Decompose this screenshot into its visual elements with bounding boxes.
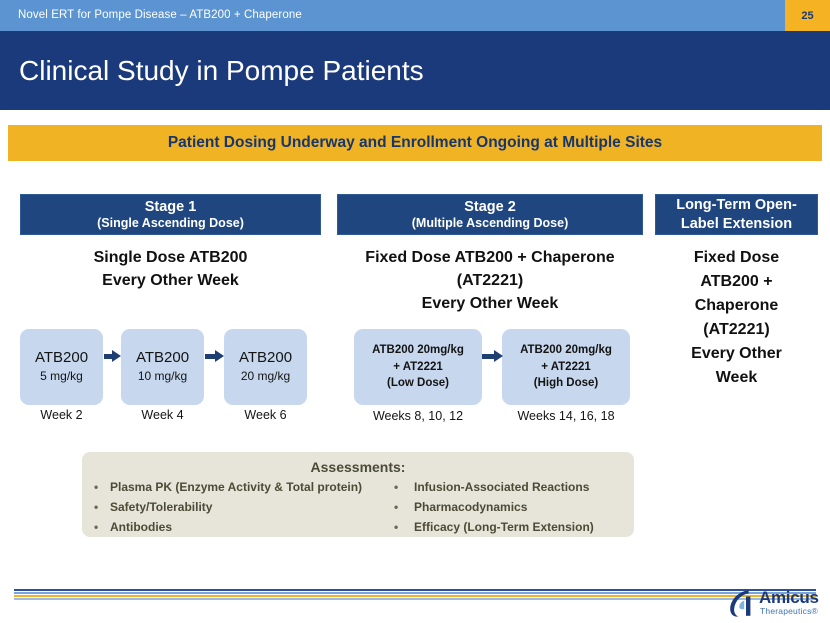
bullet-icon: • <box>394 480 399 494</box>
highlight-banner: Patient Dosing Underway and Enrollment O… <box>8 125 822 161</box>
stage-1-description-line-2: Every Other Week <box>102 272 239 290</box>
dose-box-stage1-2-name: ATB200 <box>135 349 190 366</box>
assessment-item: • Antibodies <box>94 518 394 538</box>
assessment-item-label: Plasma PK (Enzyme Activity & Total prote… <box>110 480 363 494</box>
bullet-icon: • <box>94 519 99 534</box>
footer-rule-gold <box>14 595 816 597</box>
dose-box-stage1-3: ATB200 20 mg/kg <box>224 329 307 405</box>
dose-box-stage1-2: ATB200 10 mg/kg <box>121 329 204 405</box>
stage-2-description: Fixed Dose ATB200 + Chaperone (AT2221) E… <box>337 246 643 316</box>
assessments-panel: Assessments: • Plasma PK (Enzyme Activit… <box>82 452 634 537</box>
extension-description-line-3: Chaperone <box>694 297 779 314</box>
arrow-right-icon-3 <box>482 350 503 362</box>
footer-rule-navy <box>14 589 816 591</box>
week-label-stage2-1: Weeks 8, 10, 12 <box>372 409 464 423</box>
amicus-logo: Amicus Therapeutics® <box>726 586 822 620</box>
stage-2-header-subtitle: (Multiple Ascending Dose) <box>411 215 569 230</box>
assessments-column-right: • Infusion-Associated Reactions • Pharma… <box>394 478 630 537</box>
stage-2-header: Stage 2 (Multiple Ascending Dose) <box>337 194 643 235</box>
stage-1-header-subtitle: (Single Ascending Dose) <box>97 215 244 230</box>
stage-1-header-title: Stage 1 <box>144 198 197 215</box>
title-band <box>0 31 830 110</box>
assessment-item: • Plasma PK (Enzyme Activity & Total pro… <box>94 478 394 498</box>
amicus-logo-mark-icon <box>726 587 758 623</box>
assessment-item: • Safety/Tolerability <box>94 498 394 518</box>
assessment-item-label: Pharmacodynamics <box>414 499 528 514</box>
extension-header: Long-Term Open- Label Extension <box>655 194 818 235</box>
week-label-stage1-1: Week 2 <box>40 408 83 422</box>
highlight-banner-text: Patient Dosing Underway and Enrollment O… <box>167 134 663 151</box>
arrow-right-icon-2 <box>205 350 224 362</box>
assessment-item: • Efficacy (Long-Term Extension) <box>394 518 630 538</box>
dose-box-stage2-1: ATB200 20mg/kg + AT2221 (Low Dose) <box>354 329 482 405</box>
assessments-column-left: • Plasma PK (Enzyme Activity & Total pro… <box>94 478 394 537</box>
extension-description-line-4: (AT2221) <box>703 321 770 338</box>
stage-1-description-line-1: Single Dose ATB200 <box>93 249 248 266</box>
dose-box-stage2-2: ATB200 20mg/kg + AT2221 (High Dose) <box>502 329 630 405</box>
extension-description-line-5: Every Other <box>691 345 782 362</box>
footer-rule-blue <box>14 592 816 594</box>
footer-divider-rules <box>14 589 816 605</box>
stage-2-description-line-3: Every Other Week <box>421 295 559 313</box>
running-header-bar: Novel ERT for Pompe Disease – ATB200 + C… <box>0 0 830 31</box>
footer-rule-light-blue <box>14 598 816 600</box>
stage-1-header: Stage 1 (Single Ascending Dose) <box>20 194 321 235</box>
stage-2-description-line-2: (AT2221) <box>456 272 524 290</box>
amicus-logo-wordmark: Amicus <box>759 588 819 607</box>
arrow-right-icon-1 <box>104 350 121 362</box>
extension-header-line-2: Label Extension <box>680 215 793 232</box>
assessments-title: Assessments: <box>310 459 406 475</box>
page-number-badge: 25 <box>785 0 830 31</box>
extension-description: Fixed Dose ATB200 + Chaperone (AT2221) E… <box>655 246 818 390</box>
assessment-item-label: Infusion-Associated Reactions <box>414 480 590 494</box>
assessment-item-label: Efficacy (Long-Term Extension) <box>414 519 594 534</box>
bullet-icon: • <box>94 480 99 494</box>
bullet-icon: • <box>94 499 99 514</box>
extension-header-line-1: Long-Term Open- <box>676 197 797 214</box>
dose-box-stage1-1: ATB200 5 mg/kg <box>20 329 103 405</box>
extension-description-line-2: ATB200 + <box>700 273 773 290</box>
assessment-item-label: Antibodies <box>110 519 172 534</box>
stage-1-description: Single Dose ATB200 Every Other Week <box>20 246 321 292</box>
dose-box-stage1-1-amount: 5 mg/kg <box>40 369 83 383</box>
week-label-stage1-3: Week 6 <box>244 408 287 422</box>
stage-2-description-line-1: Fixed Dose ATB200 + Chaperone <box>365 249 615 266</box>
amicus-logo-tagline: Therapeutics® <box>760 606 818 616</box>
dose-box-stage2-1-line-2: + AT2221 <box>393 360 443 373</box>
assessment-item-label: Safety/Tolerability <box>110 499 213 514</box>
dose-box-stage2-2-line-1: ATB200 20mg/kg <box>520 343 612 356</box>
dose-box-stage1-2-amount: 10 mg/kg <box>137 369 188 383</box>
dose-box-stage2-1-line-1: ATB200 20mg/kg <box>372 343 464 356</box>
assessment-item: • Infusion-Associated Reactions <box>394 478 630 498</box>
bullet-icon: • <box>394 499 399 514</box>
page-title: Clinical Study in Pompe Patients <box>19 55 424 86</box>
week-label-stage1-2: Week 4 <box>141 408 184 422</box>
dose-box-stage1-3-name: ATB200 <box>238 349 293 366</box>
dose-box-stage1-3-amount: 20 mg/kg <box>240 369 291 383</box>
extension-description-line-6: Week <box>715 369 758 386</box>
running-header-title: Novel ERT for Pompe Disease – ATB200 + C… <box>18 9 302 21</box>
week-label-stage2-2: Weeks 14, 16, 18 <box>517 409 615 423</box>
bullet-icon: • <box>394 519 399 534</box>
dose-box-stage2-2-line-3: (High Dose) <box>533 377 599 390</box>
assessment-item: • Pharmacodynamics <box>394 498 630 518</box>
dose-box-stage2-1-line-3: (Low Dose) <box>387 377 449 390</box>
stage-2-header-title: Stage 2 <box>464 198 516 215</box>
dose-box-stage1-1-name: ATB200 <box>34 349 89 366</box>
dose-box-stage2-2-line-2: + AT2221 <box>541 360 591 373</box>
extension-description-line-1: Fixed Dose <box>693 249 780 266</box>
